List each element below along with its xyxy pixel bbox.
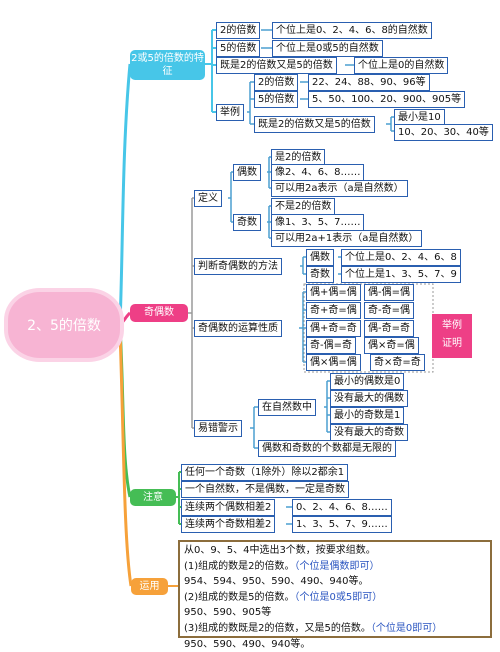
op-rule: 偶-奇=奇 — [364, 320, 414, 337]
note-seq-odd: 1、3、5、7、9…… — [292, 516, 392, 533]
odd-def-2: 像1、3、5、7…… — [271, 214, 365, 231]
examples-label: 举例 — [216, 104, 244, 121]
op-rule: 奇-偶=奇 — [306, 337, 356, 354]
note-item: 连续两个偶数相差2 — [181, 499, 276, 516]
apply-line: 954、594、950、590、490、940等。 — [184, 576, 369, 588]
method-label: 判断奇偶数的方法 — [194, 258, 282, 275]
branch-application: 运用 — [131, 578, 168, 595]
feature-name-both: 既是2的倍数又是5的倍数 — [216, 57, 337, 74]
pitfall-item: 没有最大的奇数 — [330, 424, 408, 441]
branch-features: 2或5的倍数的特征 — [130, 50, 205, 80]
feature-name-5: 5的倍数 — [216, 40, 261, 57]
application-panel: 从0、9、5、4中选出3个数，按要求组数。 (1)组成的数是2的倍数。（个位是偶… — [178, 540, 492, 650]
example-values-5: 5、50、100、20、900、905等 — [308, 91, 466, 108]
pitfall-item: 没有最大的偶数 — [330, 390, 408, 407]
even-def-3: 可以用2a表示（a是自然数） — [271, 180, 408, 197]
apply-line: 950、590、905等 — [184, 607, 272, 619]
pitfall-item: 最小的偶数是0 — [330, 373, 405, 390]
op-rule: 偶+奇=奇 — [306, 320, 361, 337]
even-label: 偶数 — [233, 164, 261, 181]
op-rule: 奇+奇=偶 — [306, 302, 361, 319]
note-item: 连续两个奇数相差2 — [181, 516, 276, 533]
note-item: 一个自然数，不是偶数，一定是奇数 — [181, 481, 349, 498]
example-values-both: 10、20、30、40等 — [394, 124, 493, 141]
branch-odd-even: 奇偶数 — [130, 304, 188, 322]
example-proof-badge: 举例 证明 — [432, 314, 472, 358]
feature-desc-both: 个位上是0的自然数 — [354, 57, 449, 74]
method-even-desc: 个位上是0、2、4、6、8 — [341, 249, 461, 266]
pitfalls-natural: 在自然数中 — [258, 399, 316, 416]
feature-desc-5: 个位上是0或5的自然数 — [272, 40, 383, 57]
apply-line: (2)组成的数是5的倍数。（个位是0或5即可） — [184, 591, 383, 603]
example-name-2: 2的倍数 — [254, 74, 299, 91]
note-seq-even: 0、2、4、6、8…… — [292, 499, 392, 516]
pitfalls-label: 易错警示 — [194, 420, 242, 437]
apply-line: 从0、9、5、4中选出3个数，按要求组数。 — [184, 545, 376, 556]
example-name-5: 5的倍数 — [254, 91, 299, 108]
odd-def-3: 可以用2a+1表示（a是自然数） — [271, 230, 423, 247]
method-even: 偶数 — [306, 249, 334, 266]
feature-desc-2: 个位上是0、2、4、6、8的自然数 — [272, 22, 432, 39]
apply-line: 950、590、490、940等。 — [184, 638, 311, 650]
op-rule: 偶+偶=偶 — [306, 284, 361, 301]
example-values-2: 22、24、88、90、96等 — [308, 74, 430, 91]
op-rule: 偶-偶=偶 — [364, 284, 414, 301]
branch-notes: 注意 — [130, 489, 176, 506]
apply-line: (1)组成的数是2的倍数。（个位是偶数即可） — [184, 560, 380, 572]
pitfall-infinite: 偶数和奇数的个数都是无限的 — [258, 440, 396, 457]
even-def-2: 像2、4、6、8…… — [271, 164, 365, 181]
feature-name-2: 2的倍数 — [216, 22, 261, 39]
ops-label: 奇偶数的运算性质 — [194, 320, 282, 337]
method-odd: 奇数 — [306, 266, 334, 283]
apply-line: (3)组成的数既是2的倍数，又是5的倍数。（个位是0即可） — [184, 622, 443, 634]
op-rule: 偶×奇=偶 — [364, 337, 419, 354]
odd-label: 奇数 — [233, 214, 261, 231]
op-rule: 奇×奇=奇 — [370, 354, 425, 371]
op-rule: 奇-奇=偶 — [364, 302, 414, 319]
odd-def-1: 不是2的倍数 — [271, 198, 336, 215]
example-name-both: 既是2的倍数又是5的倍数 — [254, 116, 375, 133]
op-rule: 偶×偶=偶 — [306, 354, 361, 371]
definition-label: 定义 — [194, 190, 222, 207]
method-odd-desc: 个位上是1、3、5、7、9 — [341, 266, 461, 283]
note-item: 任何一个奇数（1除外）除以2都余1 — [181, 464, 349, 481]
central-topic: 2、5的倍数 — [8, 292, 120, 358]
pitfall-item: 最小的奇数是1 — [330, 407, 405, 424]
